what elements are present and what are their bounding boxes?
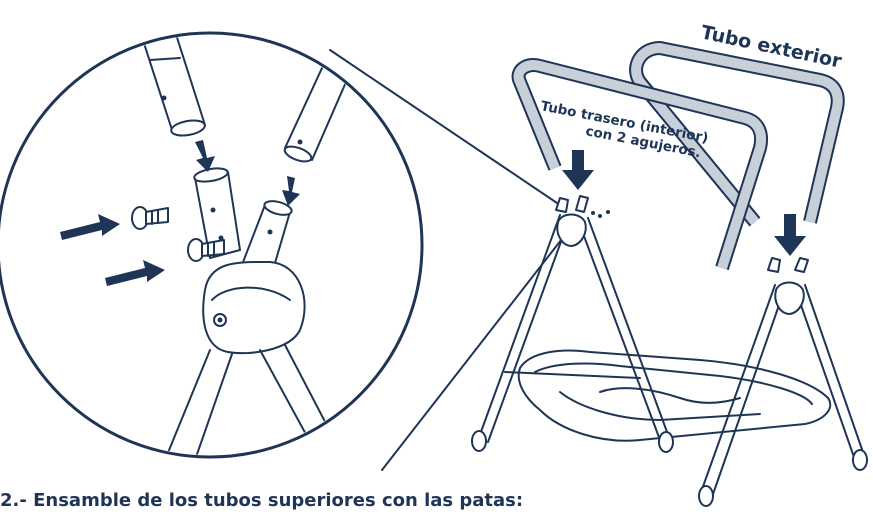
left-frame bbox=[471, 195, 674, 453]
arrow-down-icon bbox=[562, 150, 594, 190]
screw-icon bbox=[187, 238, 225, 262]
outer-tube bbox=[629, 41, 845, 227]
screw-icon bbox=[131, 206, 169, 230]
rear-tube bbox=[511, 58, 769, 271]
step-caption: 2.- Ensamble de los tubos superiores con… bbox=[0, 490, 524, 511]
detail-upper-tube-left bbox=[129, 35, 206, 137]
right-frame bbox=[698, 257, 868, 507]
arrow-right-icon bbox=[60, 214, 120, 240]
arrow-down-icon bbox=[195, 140, 215, 172]
detail-circle bbox=[0, 31, 424, 459]
arrow-right-icon bbox=[105, 260, 165, 286]
detail-lower-tube-left bbox=[193, 167, 241, 259]
arrow-down-icon bbox=[282, 176, 300, 206]
bath-tub bbox=[517, 349, 832, 442]
callout-lines bbox=[329, 49, 566, 471]
full-assembly bbox=[471, 41, 868, 507]
detail-joint-connector bbox=[202, 260, 306, 355]
screw-icon bbox=[591, 210, 610, 218]
arrow-down-icon bbox=[774, 214, 806, 256]
